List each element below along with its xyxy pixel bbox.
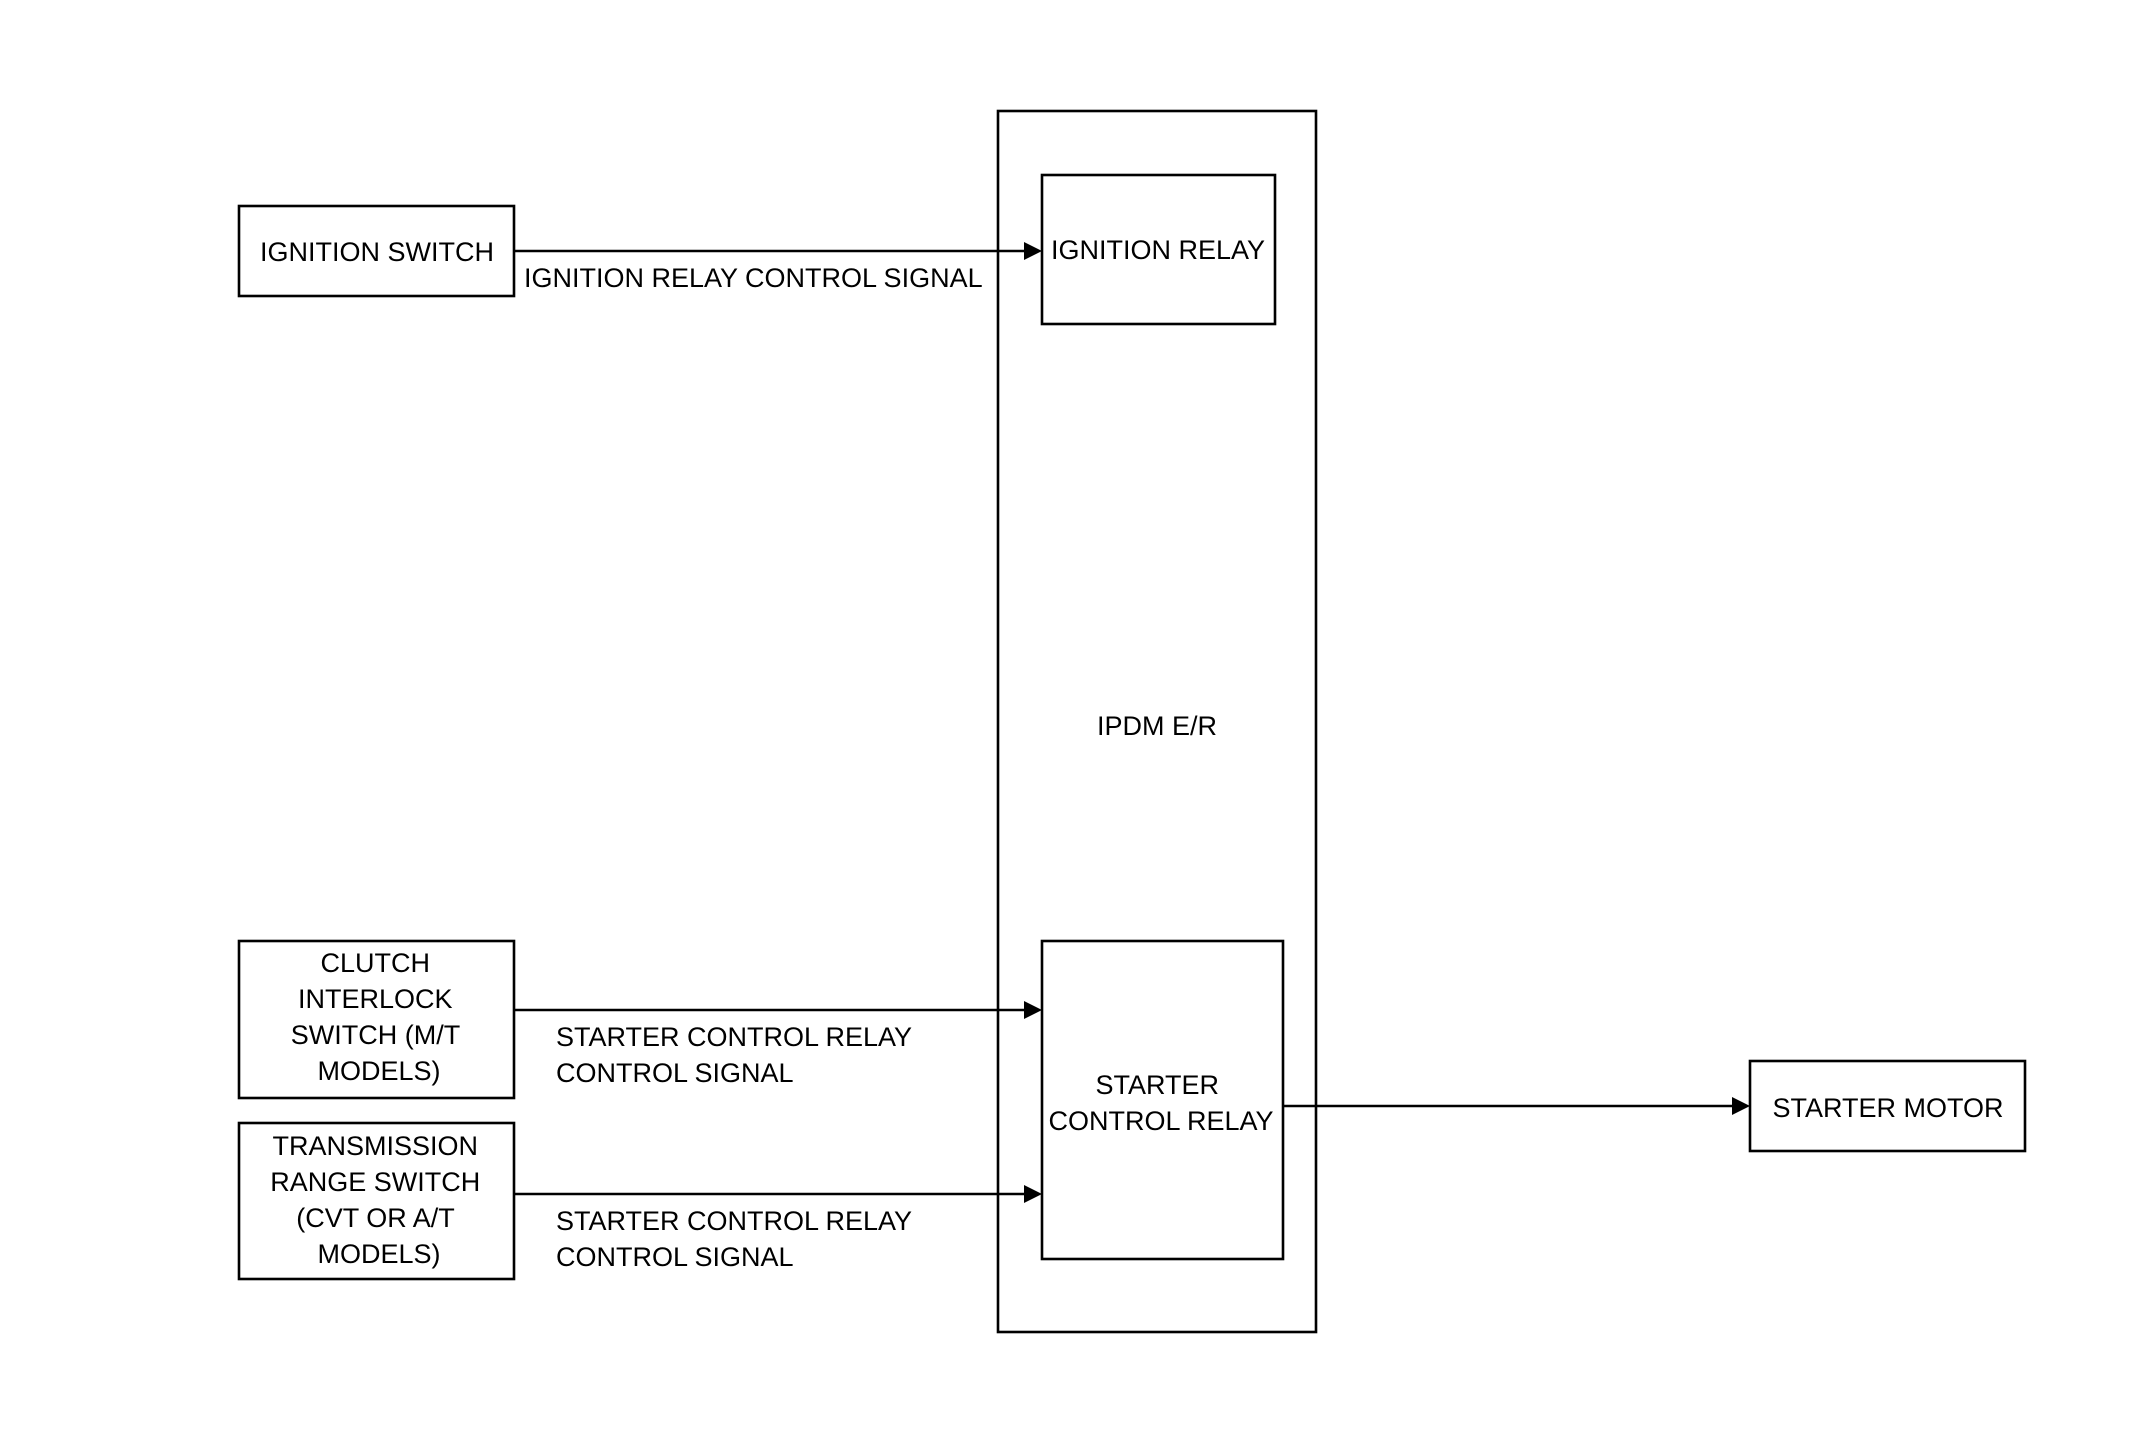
starter-motor-label: STARTER MOTOR <box>1772 1093 2003 1123</box>
trs-starter-control-signal-label: STARTER CONTROL RELAY CONTROL SIGNAL <box>556 1206 919 1272</box>
ignition-relay-block: IGNITION RELAY <box>1040 173 1277 326</box>
ignition-relay-label: IGNITION RELAY <box>1051 235 1265 265</box>
starter-control-relay-box <box>1040 939 1285 1261</box>
clutch-interlock-switch-box <box>237 939 516 1100</box>
starter-motor-arrowhead <box>1732 1097 1750 1115</box>
starter-control-relay-block: STARTER CONTROL RELAY <box>1040 939 1285 1261</box>
ignition-switch-box <box>237 204 516 298</box>
transmission-range-switch-box <box>237 1121 516 1281</box>
starter-control-relay-label: STARTER CONTROL RELAY <box>1048 1070 1273 1136</box>
ignition-relay-control-signal-label: IGNITION RELAY CONTROL SIGNAL <box>524 263 983 293</box>
trs-starter-control-arrowhead <box>1024 1185 1042 1203</box>
starter-motor-connector <box>1283 1097 1750 1115</box>
trs-starter-control-connector: STARTER CONTROL RELAY CONTROL SIGNAL <box>514 1185 1042 1272</box>
clutch-interlock-switch-label: CLUTCH INTERLOCK SWITCH (M/T MODELS) <box>291 948 468 1086</box>
starter-motor-block: STARTER MOTOR <box>1748 1059 2027 1153</box>
clutch-starter-control-arrowhead <box>1024 1001 1042 1019</box>
ignition-switch-label: IGNITION SWITCH <box>260 237 494 267</box>
clutch-interlock-switch-block: CLUTCH INTERLOCK SWITCH (M/T MODELS) <box>237 939 516 1100</box>
ipdm-er-label: IPDM E/R <box>1097 711 1217 741</box>
ignition-relay-box <box>1040 173 1277 326</box>
transmission-range-switch-label: TRANSMISSION RANGE SWITCH (CVT OR A/T MO… <box>270 1131 488 1269</box>
ignition-switch-block: IGNITION SWITCH <box>237 204 516 298</box>
transmission-range-switch-block: TRANSMISSION RANGE SWITCH (CVT OR A/T MO… <box>237 1121 516 1281</box>
ignition-relay-control-connector: IGNITION RELAY CONTROL SIGNAL <box>514 242 1042 293</box>
clutch-starter-control-connector: STARTER CONTROL RELAY CONTROL SIGNAL <box>514 1001 1042 1088</box>
clutch-starter-control-signal-label: STARTER CONTROL RELAY CONTROL SIGNAL <box>556 1022 919 1088</box>
starter-motor-box <box>1748 1059 2027 1153</box>
ignition-relay-arrowhead <box>1024 242 1042 260</box>
